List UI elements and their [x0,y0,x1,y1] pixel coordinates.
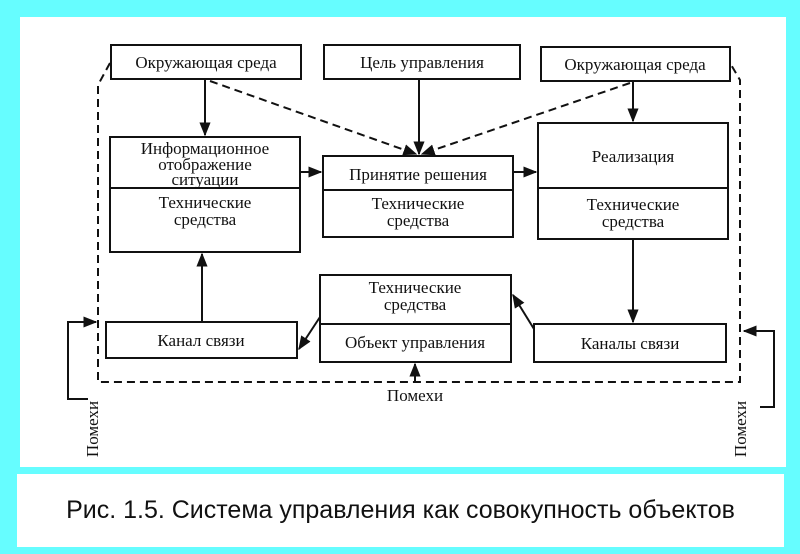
label-impl-tech1: Технические [587,195,680,214]
system-boundary [97,62,741,383]
label-info-tech1: Технические [159,193,252,212]
box-control-goal [323,44,521,80]
label-noise-left: Помехи [83,401,102,457]
dashed-arrow-env-right-to-decision [420,82,631,156]
label-object-tech1: Технические [369,278,462,297]
arrow-object-to-channel [298,316,321,351]
label-control-object: Объект управления [345,333,485,352]
label-decision: Принятие решения [349,165,487,184]
label-object-tech2: средства [384,295,447,314]
label-noise-bottom: Помехи [387,386,443,405]
label-channels-right: Каналы связи [581,334,680,353]
label-environment-right: Окружающая среда [564,55,706,74]
control-system-diagram: Окружающая среда Цель управления Окружаю… [67,44,775,457]
label-implementation: Реализация [592,147,675,166]
box-decision-making [322,155,514,238]
box-channels-right [533,323,727,363]
figure-caption: Рис. 1.5. Система управления как совокуп… [66,496,735,524]
noise-arrow-left [67,316,98,400]
label-info-line2: отображение [158,155,251,174]
caption-panel: Рис. 1.5. Система управления как совокуп… [17,474,784,547]
noise-arrow-right [742,325,775,408]
box-information-display [109,136,301,253]
label-impl-tech2: средства [602,212,665,231]
box-environment-right [540,46,731,82]
label-control-goal: Цель управления [360,53,484,72]
label-info-line3: ситуации [172,170,239,189]
label-channel-left: Канал связи [157,331,244,350]
label-info-line1: Информационное [141,139,269,158]
arrow-channels-to-object [512,293,535,330]
label-decision-tech2: средства [387,211,450,230]
label-noise-right: Помехи [731,401,750,457]
label-info-tech2: средства [174,210,237,229]
dashed-arrow-env-left-to-decision [209,80,418,156]
diagram-panel: Окружающая среда Цель управления Окружаю… [20,17,786,467]
label-environment-left: Окружающая среда [135,53,277,72]
label-decision-tech1: Технические [372,194,465,213]
